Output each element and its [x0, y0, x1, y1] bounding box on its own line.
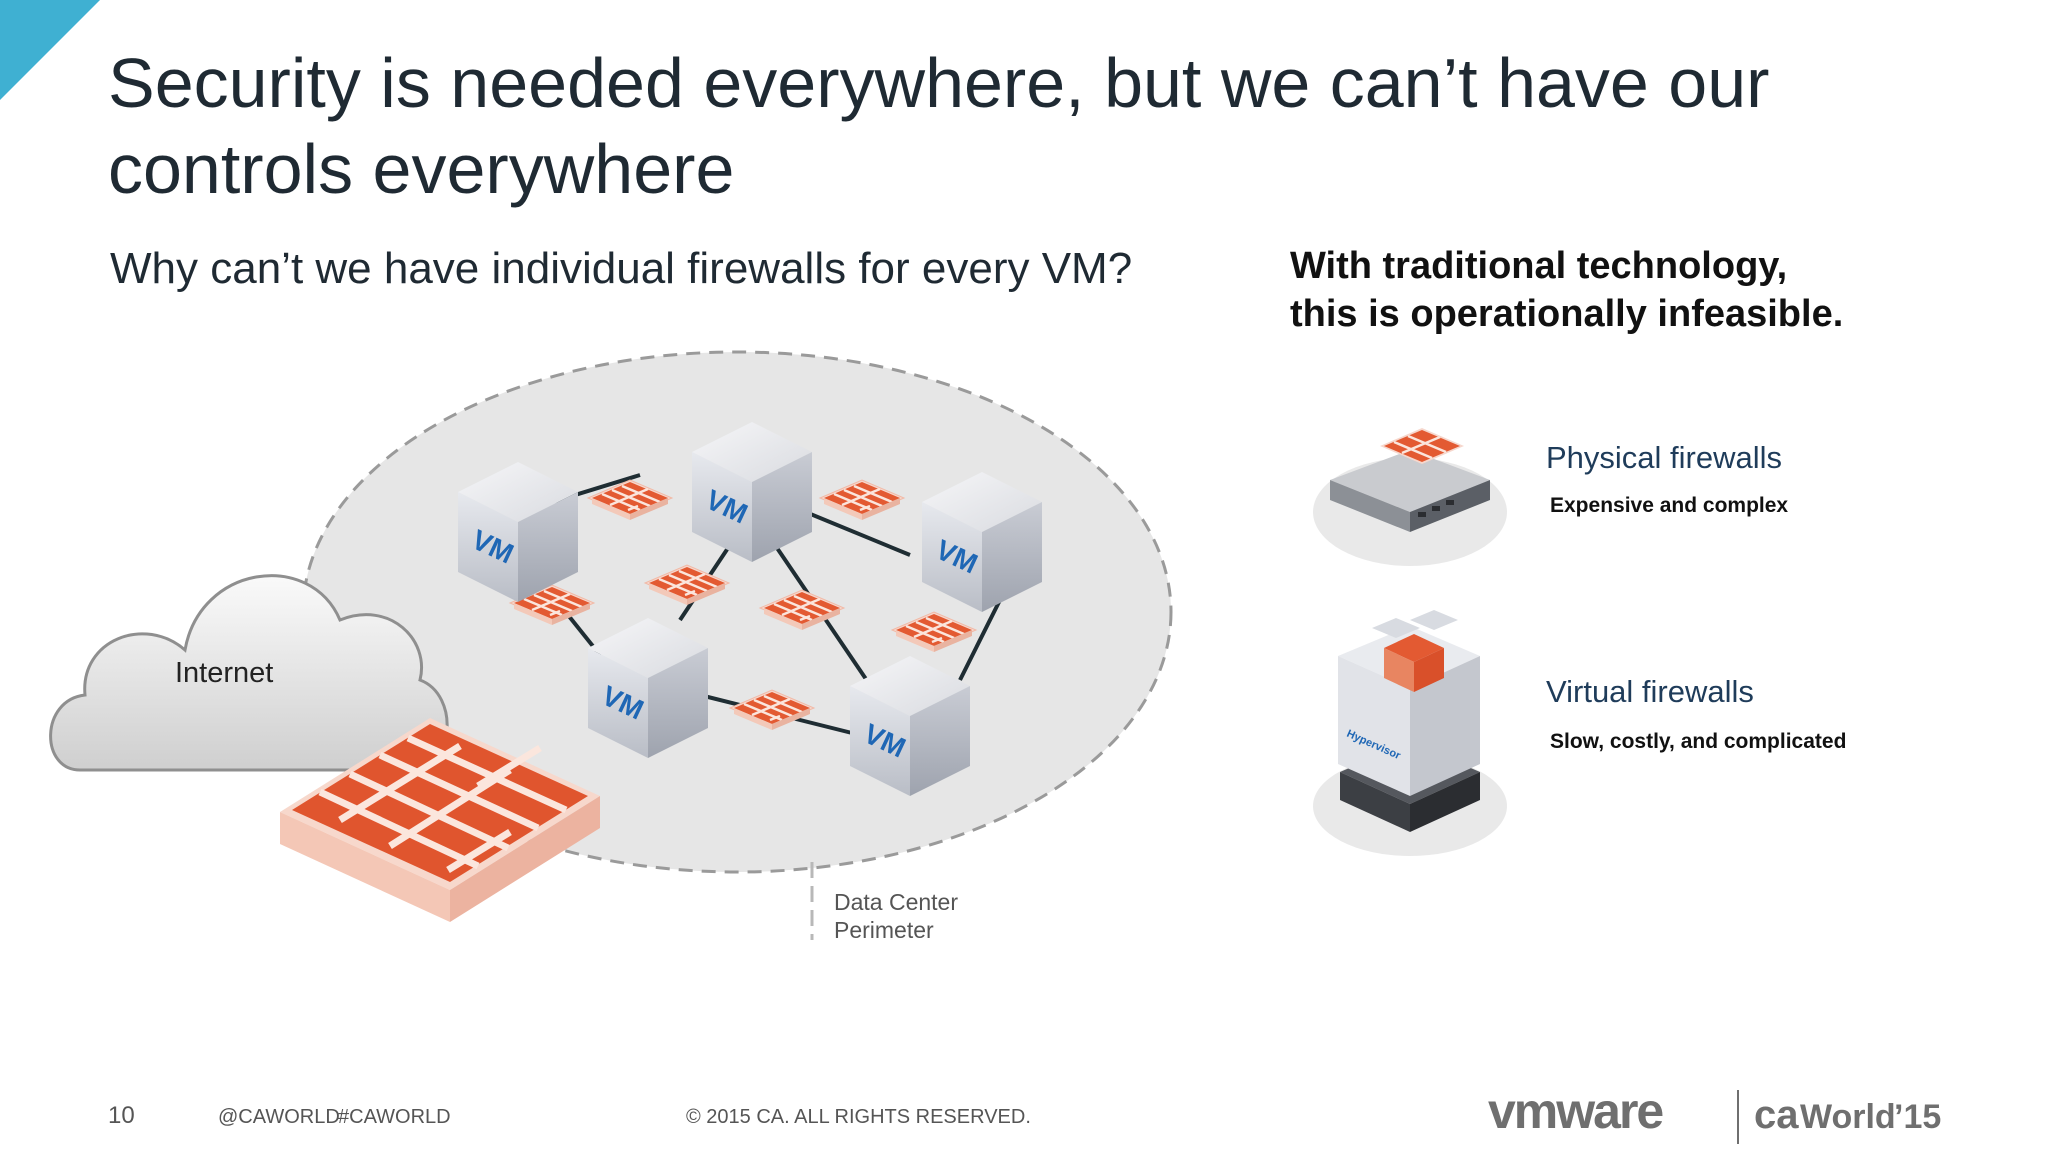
footer-handle: @CAWORLD: [218, 1106, 340, 1128]
vm-cube: VM: [458, 462, 578, 602]
virtual-firewalls-label: Virtual firewalls: [1546, 674, 1754, 709]
caworld-logo-year: ’15: [1894, 1098, 1941, 1136]
slide-title: Security is needed everywhere, but we ca…: [108, 44, 1770, 208]
perimeter-label-line-2: Perimeter: [834, 917, 934, 943]
callout-line-2: this is operationally infeasible.: [1290, 293, 1844, 335]
physical-firewalls-label: Physical firewalls: [1546, 440, 1783, 475]
vm-cube: VM: [692, 422, 812, 562]
physical-firewall-icon: [1313, 428, 1507, 566]
corner-accent: [0, 0, 100, 100]
sponsor-logos: vmware ca World ’15: [1488, 1083, 1941, 1144]
caworld-logo-word: World: [1800, 1098, 1896, 1136]
footer-hashtag: #CAWORLD: [338, 1106, 451, 1128]
perimeter-firewall-icon: [280, 718, 600, 922]
vm-cube: VM: [850, 656, 970, 796]
vmware-logo: vmware: [1488, 1083, 1663, 1139]
virtual-firewall-icon: Hypervisor: [1313, 610, 1507, 856]
virtual-firewalls-desc: Slow, costly, and complicated: [1550, 730, 1847, 753]
vm-cube: VM: [922, 472, 1042, 612]
slide-subtitle: Why can’t we have individual firewalls f…: [110, 244, 1133, 293]
data-center-diagram: VM VM VM VM VM Internet: [49, 350, 1173, 943]
footer-copyright: © 2015 CA. ALL RIGHTS RESERVED.: [686, 1106, 1031, 1128]
ca-logo: ca: [1754, 1093, 1799, 1137]
page-number: 10: [108, 1102, 135, 1129]
vm-cube: VM: [588, 618, 708, 758]
callout-line-1: With traditional technology,: [1290, 245, 1788, 287]
cloud-icon: [49, 574, 449, 772]
physical-firewalls-desc: Expensive and complex: [1550, 494, 1789, 517]
cloud-label: Internet: [175, 657, 273, 689]
perimeter-label-line-1: Data Center: [834, 889, 958, 915]
callout: With traditional technology, this is ope…: [1290, 242, 1843, 338]
